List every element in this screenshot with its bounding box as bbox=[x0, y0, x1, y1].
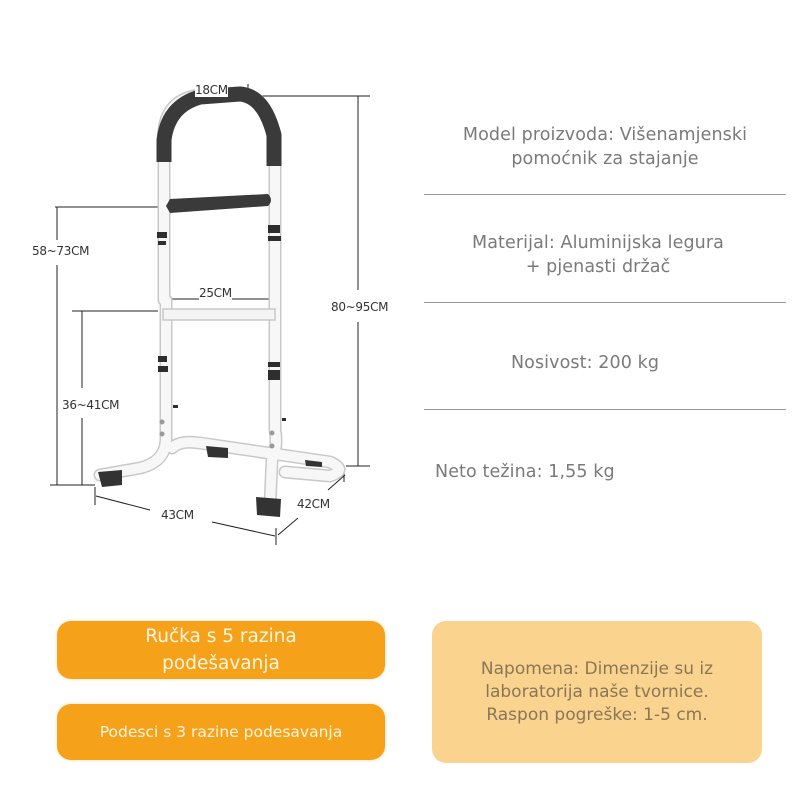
spec-weight: Neto težina: 1,55 kg bbox=[425, 460, 795, 484]
dim-base-width: 43CM bbox=[161, 508, 194, 522]
feature-step-text: Podesci s 3 razine podesavanja bbox=[99, 723, 343, 741]
spec-capacity: Nosivost: 200 kg bbox=[425, 351, 785, 375]
feature-handle-levels: Ručka s 5 razina podešavanja bbox=[57, 621, 385, 679]
divider bbox=[424, 302, 786, 303]
feature-step-levels: Podesci s 3 razine podesavanja bbox=[57, 704, 385, 760]
spec-model: Model proizvoda: Višenamjenski pomoćnik … bbox=[425, 123, 785, 171]
dim-crossbar-width: 25CM bbox=[199, 286, 232, 300]
dimension-note: Napomena: Dimenzije su iz laboratorija n… bbox=[432, 621, 762, 763]
feature-handle-line1: Ručka s 5 razina bbox=[145, 626, 297, 647]
note-line3: Raspon pogreške: 1-5 cm. bbox=[486, 704, 708, 725]
spec-model-line1: Model proizvoda: Višenamjenski bbox=[462, 125, 748, 145]
divider bbox=[424, 194, 786, 195]
foam-handle bbox=[156, 86, 282, 166]
dim-handle-width: 18CM bbox=[195, 83, 228, 97]
spec-material-line2: + pjenasti držač bbox=[525, 257, 671, 277]
foam-grip bbox=[166, 194, 271, 213]
divider bbox=[424, 409, 786, 410]
note-line2: laboratorija naše tvornice. bbox=[485, 681, 709, 702]
spec-material: Materijal: Aluminijska legura + pjenasti… bbox=[425, 231, 785, 279]
dim-handle-height: 58~73CM bbox=[32, 244, 90, 258]
feature-handle-line2: podešavanja bbox=[162, 653, 280, 674]
spec-weight-text: Neto težina: 1,55 kg bbox=[435, 462, 615, 482]
dim-crossbar-height: 36~41CM bbox=[62, 398, 120, 412]
spec-model-line2: pomoćnik za stajanje bbox=[511, 149, 699, 169]
note-line1: Napomena: Dimenzije su iz bbox=[480, 658, 714, 679]
spec-material-line1: Materijal: Aluminijska legura bbox=[472, 233, 724, 253]
spec-capacity-text: Nosivost: 200 kg bbox=[510, 353, 660, 373]
dim-total-height: 80~95CM bbox=[331, 300, 389, 314]
product-diagram: 18CM 80~95CM 58~73CM 25CM 36~41CM 43CM 4… bbox=[0, 0, 420, 560]
dim-base-depth: 42CM bbox=[297, 497, 330, 511]
